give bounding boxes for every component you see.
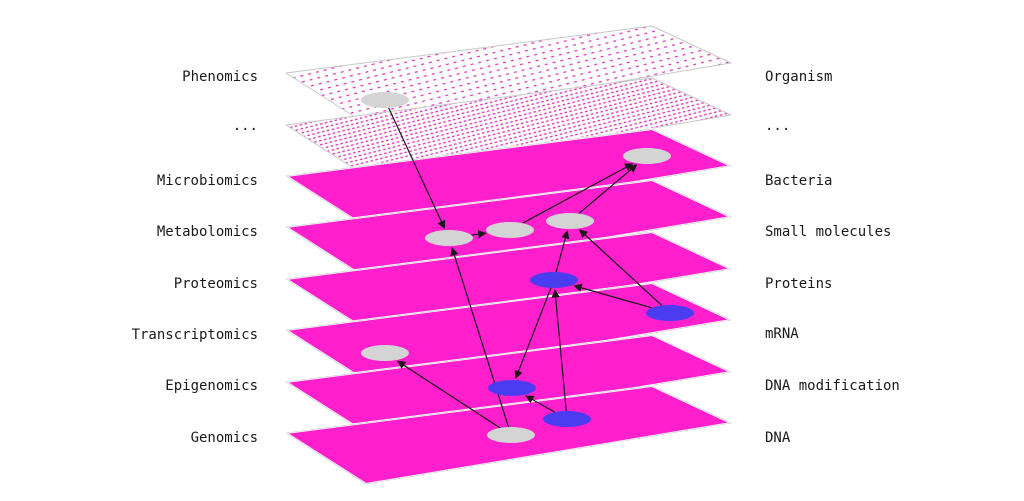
left-label-epigenomics: Epigenomics — [165, 378, 258, 394]
node-micro — [623, 148, 671, 164]
right-label-proteins: Proteins — [765, 276, 833, 292]
edge-n-prot-b-to-n-prot-a — [573, 283, 652, 309]
layer-proteomics — [285, 231, 732, 331]
edge-n-meta-c-to-n-micro — [578, 164, 638, 215]
left-label-genomics: Genomics — [190, 430, 258, 446]
left-label-microbiomics: Microbiomics — [156, 173, 258, 189]
right-label-dna: DNA — [765, 430, 791, 446]
node-pheno — [361, 92, 409, 108]
left-label-proteomics: Proteomics — [173, 276, 258, 292]
left-label-metabolomics: Metabolomics — [156, 224, 258, 240]
right-label-small-molecules: Small molecules — [765, 224, 892, 240]
edge-n-gen-b-to-n-prot-a — [551, 289, 567, 412]
right-label-bacteria: Bacteria — [765, 173, 833, 189]
right-label-mrna: mRNA — [765, 326, 799, 342]
right-label-dna-modification: DNA modification — [765, 378, 900, 394]
left-label-phenomics: Phenomics — [182, 69, 258, 85]
nodes-group — [361, 92, 694, 443]
edge-n-gen-a-to-n-trans — [396, 360, 501, 429]
node-prot-b — [646, 305, 694, 321]
node-meta-c — [546, 213, 594, 229]
right-label-ellipsis: ... — [765, 118, 791, 134]
edge-n-meta-b-to-n-micro — [522, 163, 634, 224]
edge-n-pheno-to-n-meta-a — [388, 107, 446, 230]
edges-group — [388, 107, 663, 429]
right-label-organism: Organism — [765, 69, 833, 85]
layers-group — [285, 25, 732, 485]
node-trans — [361, 345, 409, 361]
layer-ellipsis — [285, 77, 732, 177]
edge-n-meta-a-to-n-meta-b — [471, 230, 487, 239]
left-label-transcriptomics: Transcriptomics — [131, 327, 258, 343]
edge-n-prot-a-to-n-epi — [514, 287, 552, 379]
edge-n-gen-b-to-n-epi — [525, 395, 556, 413]
node-prot-a — [530, 272, 578, 288]
edge-n-gen-a-to-n-meta-a — [450, 247, 510, 428]
node-gen-a — [487, 427, 535, 443]
node-epi — [488, 380, 536, 396]
left-label-ellipsis: ... — [232, 118, 258, 134]
layer-microbiomics — [285, 128, 732, 228]
node-meta-a — [425, 230, 473, 246]
edge-n-prot-a-to-n-meta-c — [555, 230, 570, 273]
node-gen-b — [543, 411, 591, 427]
edge-n-prot-b-to-n-meta-c — [579, 229, 663, 306]
node-meta-b — [486, 222, 534, 238]
